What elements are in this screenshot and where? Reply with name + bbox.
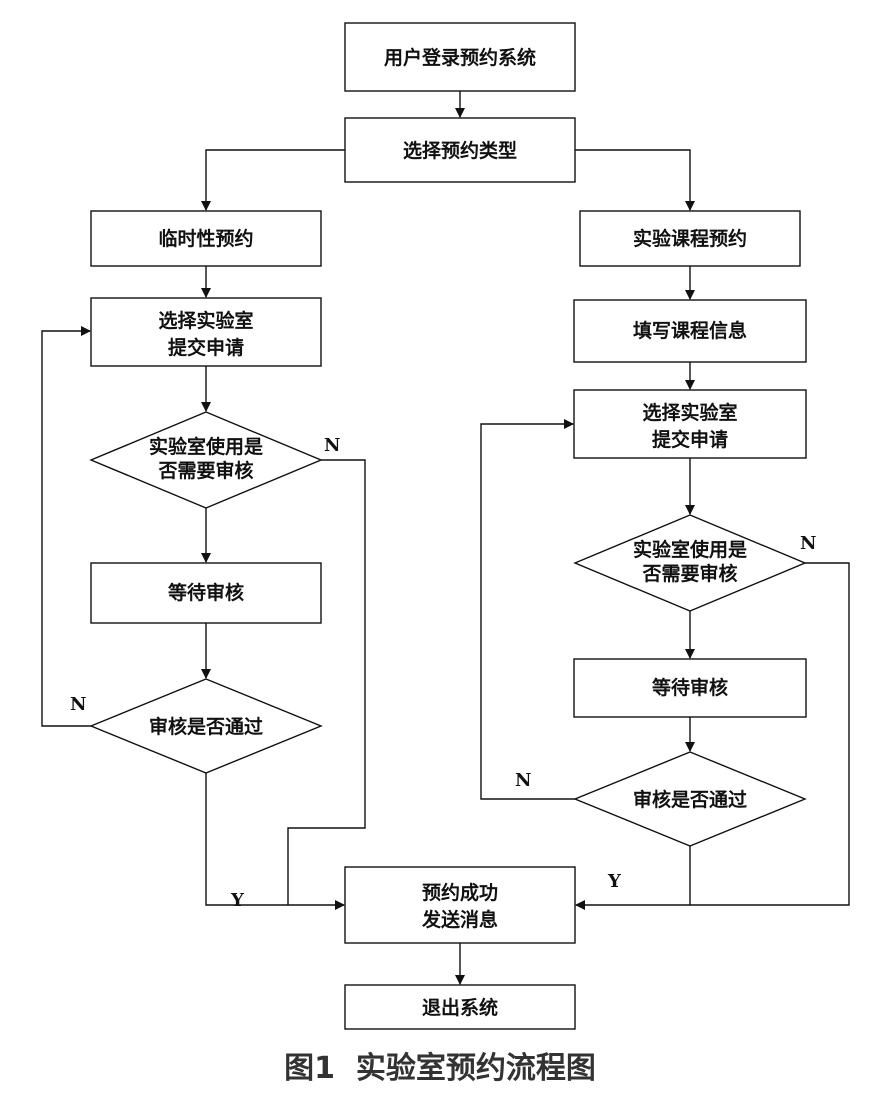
label-left-pass: Y <box>230 890 245 911</box>
node-login: 用户登录预约系统 <box>344 22 576 92</box>
node-right-wait-review-label: 等待审核 <box>651 676 728 699</box>
node-left-wait-review-label: 等待审核 <box>167 581 244 604</box>
node-select-type-label: 选择预约类型 <box>403 139 517 162</box>
node-fill-course-info: 填写课程信息 <box>573 299 807 363</box>
node-left-review-passed-label: 审核是否通过 <box>149 715 263 738</box>
edge-type-to-course <box>575 149 695 211</box>
node-left-wait-review: 等待审核 <box>90 562 322 624</box>
node-left-need-review-line2: 否需要审核 <box>157 459 253 482</box>
edge-left-passed-to-success <box>205 773 345 910</box>
node-left-review-passed: 审核是否通过 <box>89 678 323 774</box>
node-exit-system: 退出系统 <box>344 984 576 1030</box>
node-booking-success-line2: 发送消息 <box>421 908 498 931</box>
node-left-select-lab-line2: 提交申请 <box>168 336 244 359</box>
node-right-need-review: 实验室使用是 否需要审核 <box>573 514 807 612</box>
figure-caption: 图1 实验室预约流程图 <box>284 1051 596 1086</box>
edge-right-no-review <box>575 562 850 910</box>
label-right-fail: N <box>515 770 531 791</box>
edges <box>41 91 850 985</box>
label-left-no-review: N <box>324 435 340 456</box>
node-left-need-review-line1: 实验室使用是 <box>149 435 263 458</box>
node-select-type: 选择预约类型 <box>344 117 576 183</box>
label-right-no-review: N <box>800 533 816 554</box>
node-right-select-lab-line2: 提交申请 <box>652 428 728 451</box>
node-course-booking-label: 实验课程预约 <box>633 227 747 250</box>
label-left-fail: N <box>70 694 86 715</box>
edge-left-no-review <box>287 459 366 905</box>
edge-left-fail-loop <box>41 326 91 727</box>
node-right-review-passed-label: 审核是否通过 <box>633 788 747 811</box>
node-right-need-review-line1: 实验室使用是 <box>633 538 747 561</box>
node-left-need-review: 实验室使用是 否需要审核 <box>89 411 323 509</box>
edge-type-to-temporary <box>201 149 345 211</box>
node-exit-system-label: 退出系统 <box>422 996 498 1019</box>
node-right-review-passed: 审核是否通过 <box>573 751 807 847</box>
node-temporary-booking-label: 临时性预约 <box>158 227 253 250</box>
node-right-wait-review: 等待审核 <box>573 658 807 718</box>
node-login-label: 用户登录预约系统 <box>384 46 536 69</box>
node-right-need-review-line2: 否需要审核 <box>641 562 737 585</box>
node-left-select-lab: 选择实验室 提交申请 <box>90 297 322 367</box>
node-fill-course-info-label: 填写课程信息 <box>633 319 747 342</box>
label-right-pass: Y <box>607 871 622 892</box>
node-right-select-lab: 选择实验室 提交申请 <box>573 389 807 459</box>
edge-right-fail-loop <box>480 419 575 800</box>
node-booking-success-line1: 预约成功 <box>422 881 498 904</box>
node-course-booking: 实验课程预约 <box>579 210 801 267</box>
node-booking-success: 预约成功 发送消息 <box>344 866 576 944</box>
node-left-select-lab-line1: 选择实验室 <box>158 309 253 332</box>
node-temporary-booking: 临时性预约 <box>90 210 322 267</box>
node-right-select-lab-line1: 选择实验室 <box>642 401 737 424</box>
